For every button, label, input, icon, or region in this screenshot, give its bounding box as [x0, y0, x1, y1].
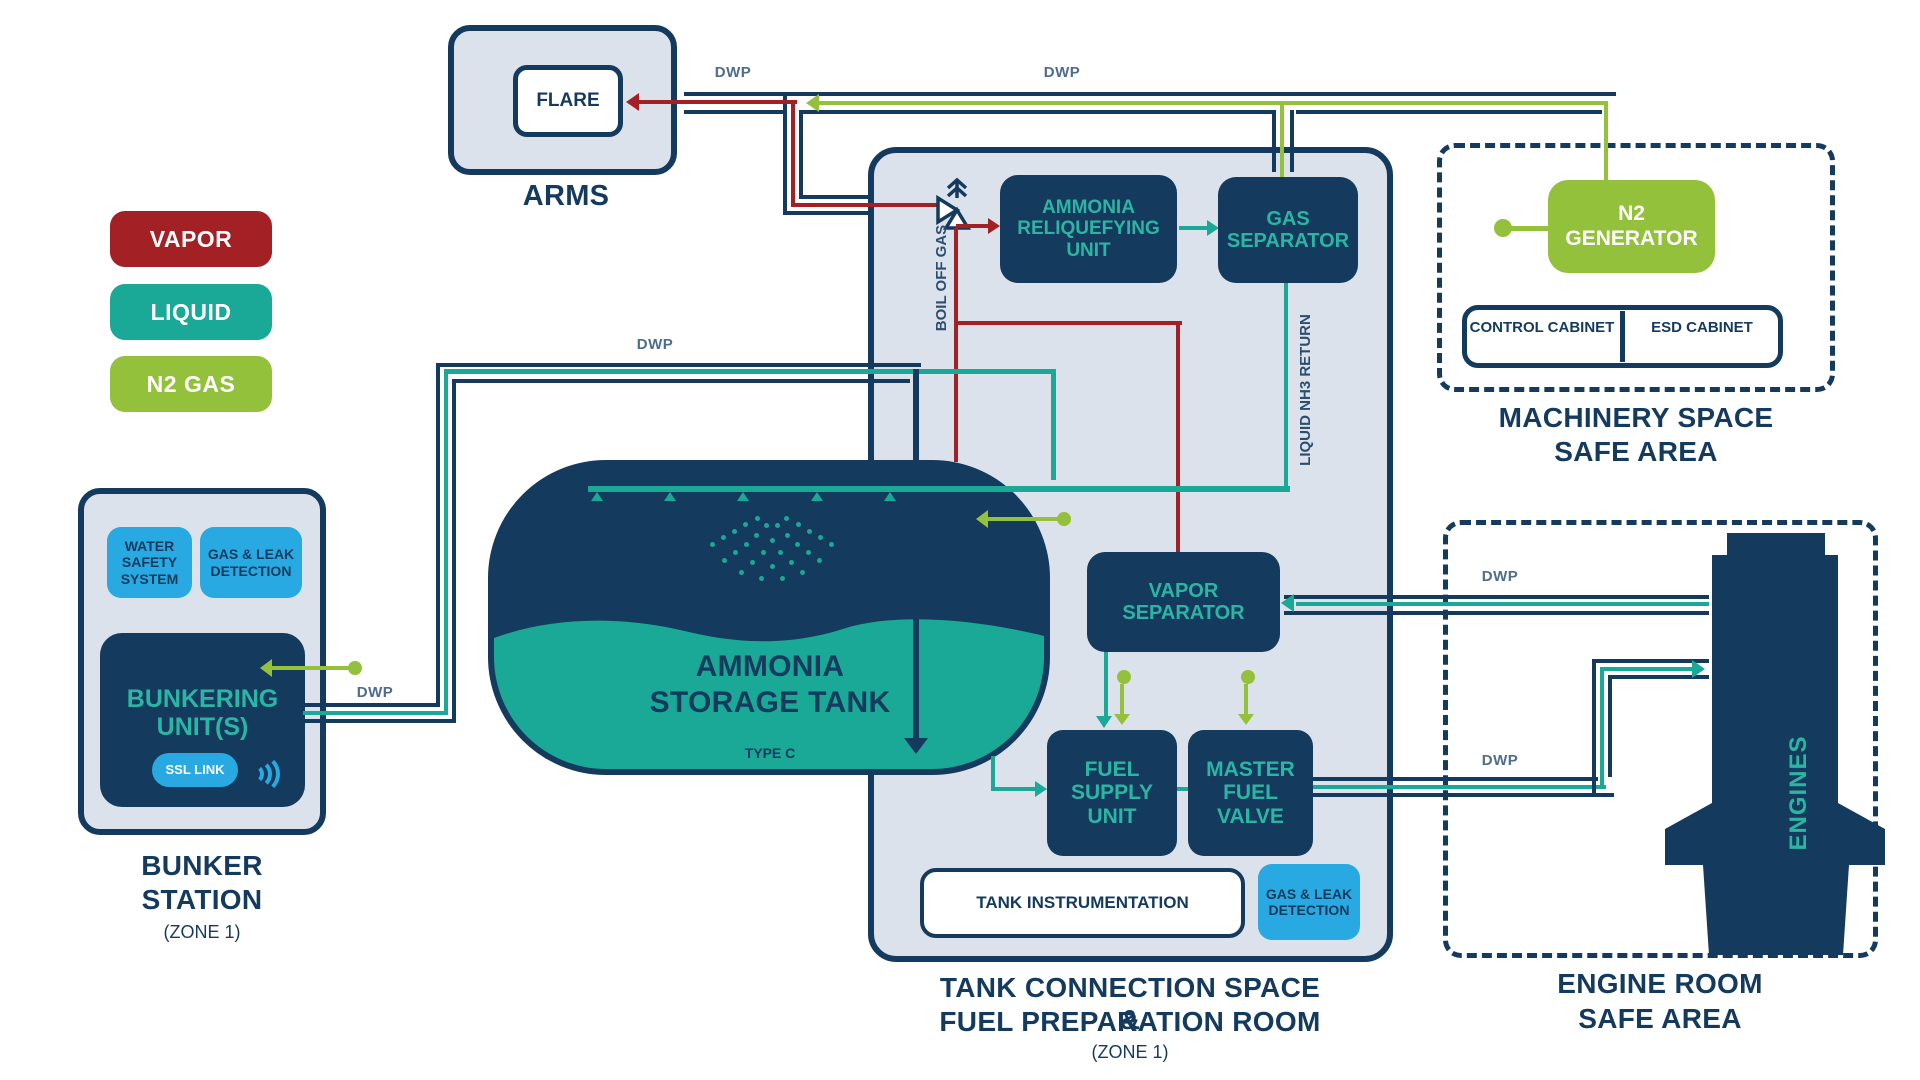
spray-nozzle: [811, 492, 823, 501]
arrow-into-gs: [1207, 220, 1219, 236]
tcs-gas-leak-label: GAS & LEAK DETECTION: [1265, 885, 1353, 918]
arrow-into-fsu: [1035, 781, 1047, 797]
legend-liquid: LIQUID: [110, 284, 272, 340]
vapor-separator-label: VAPOR SEPARATOR: [1122, 579, 1245, 624]
aru-label: AMMONIA RELIQUEFYING UNIT: [1017, 197, 1160, 261]
esd-cabinet-label: ESD CABINET: [1651, 319, 1753, 336]
flare-box: FLARE: [513, 65, 623, 137]
tcs-caption-line2: FUEL PREPARATION ROOM: [939, 1006, 1321, 1037]
wifi-icon: [244, 748, 280, 794]
bunker-zone-label: (ZONE 1): [163, 922, 241, 942]
relief-valve-icon: [936, 177, 972, 230]
dwp-label-fuel-supply: DWP: [1481, 752, 1519, 769]
engine-room-caption-line1: ENGINE ROOM: [1557, 968, 1763, 999]
bunker-caption-line2: STATION: [141, 884, 263, 915]
bunker-gas-leak-label: GAS & LEAK DETECTION: [207, 546, 295, 579]
master-fuel-valve-box: MASTER FUEL VALVE: [1188, 730, 1313, 856]
pipe-vs-to-fsu: [1104, 652, 1108, 716]
liquid-fill: [494, 650, 1044, 769]
boil-off-gas-label: BOIL OFF GAS: [933, 224, 950, 332]
fuel-supply-unit-box: FUEL SUPPLY UNIT: [1047, 730, 1177, 856]
spray-bar: [588, 486, 1290, 492]
engine-room-caption-line2: SAFE AREA: [1578, 1003, 1742, 1034]
spray-nozzle: [737, 492, 749, 501]
arrow-into-flare: [626, 93, 639, 111]
arrow-n2-junction: [806, 94, 819, 112]
pipe-liquid-nh3-return: [1284, 283, 1288, 489]
spray-nozzle: [884, 492, 896, 501]
tcs-gas-leak-box: GAS & LEAK DETECTION: [1258, 864, 1360, 940]
ammonia-reliquefying-unit-box: AMMONIA RELIQUEFYING UNIT: [1000, 175, 1177, 283]
fsu-label: FUEL SUPPLY UNIT: [1070, 757, 1154, 828]
engines-label: ENGINES: [1785, 735, 1812, 851]
arms-caption: ARMS: [522, 180, 610, 212]
ammonia-storage-tank: [488, 460, 1050, 775]
water-safety-system-box: WATER SAFETY SYSTEM: [107, 527, 192, 598]
dwp-label-n2: DWP: [1043, 64, 1081, 81]
dwp-label-flare: DWP: [714, 64, 752, 81]
n2-generator: N2 GENERATOR: [1548, 180, 1715, 273]
gas-separator-box: GAS SEPARATOR: [1218, 177, 1358, 283]
cabinet-divider: [1620, 311, 1625, 362]
dwp-label-bunker: DWP: [356, 684, 394, 701]
machinery-caption-line1: MACHINERY SPACE: [1498, 402, 1774, 433]
arrow-tank-fill: [904, 738, 928, 754]
dwp-label-bunker-vertical: DWP: [636, 336, 674, 353]
bunkering-units-label: BUNKERING UNIT(S): [126, 685, 279, 741]
arrow-into-vapor-separator: [1281, 594, 1294, 612]
n2-generator-stub-line: [1508, 226, 1552, 231]
machinery-caption-line2: SAFE AREA: [1554, 436, 1718, 467]
tank-title-line1: AMMONIA: [695, 650, 845, 683]
bunker-caption-line1: BUNKER: [141, 850, 263, 881]
spray-nozzle: [591, 492, 603, 501]
arrow-into-aru: [988, 218, 1000, 234]
pipe-aru-to-gs: [1179, 226, 1207, 230]
dwp-label-engine-return: DWP: [1481, 568, 1519, 585]
legend-vapor: VAPOR: [110, 211, 272, 267]
tank-title-line2: STORAGE TANK: [649, 686, 891, 719]
gas-separator-label: GAS SEPARATOR: [1226, 207, 1350, 252]
liquid-nh3-return-label: LIQUID NH3 RETURN: [1297, 314, 1314, 466]
tank-instrumentation-box: TANK INSTRUMENTATION: [920, 868, 1245, 938]
liquid-wave: [494, 619, 1044, 652]
tcs-caption-line1: TANK CONNECTION SPACE &: [939, 972, 1321, 1035]
arrow-vs-to-fsu: [1096, 716, 1112, 728]
bunker-gas-leak-box: GAS & LEAK DETECTION: [200, 527, 302, 598]
arrow-into-engines: [1692, 660, 1705, 678]
n2-generator-stub-dot: [1494, 219, 1512, 237]
n2-generator-label: N2 GENERATOR: [1565, 202, 1698, 250]
pipe-fsu-to-mfv: [1177, 787, 1188, 791]
vapor-separator-box: VAPOR SEPARATOR: [1087, 552, 1280, 652]
spray-nozzle: [664, 492, 676, 501]
tcs-zone-label: (ZONE 1): [1091, 1042, 1169, 1062]
legend-n2-gas: N2 GAS: [110, 356, 272, 412]
mfv-label: MASTER FUEL VALVE: [1206, 757, 1295, 828]
water-safety-label: WATER SAFETY SYSTEM: [120, 538, 179, 587]
tank-type-label: TYPE C: [744, 745, 796, 761]
control-cabinet-label: CONTROL CABINET: [1469, 319, 1615, 336]
ssl-link-pill: SSL LINK: [152, 753, 238, 787]
